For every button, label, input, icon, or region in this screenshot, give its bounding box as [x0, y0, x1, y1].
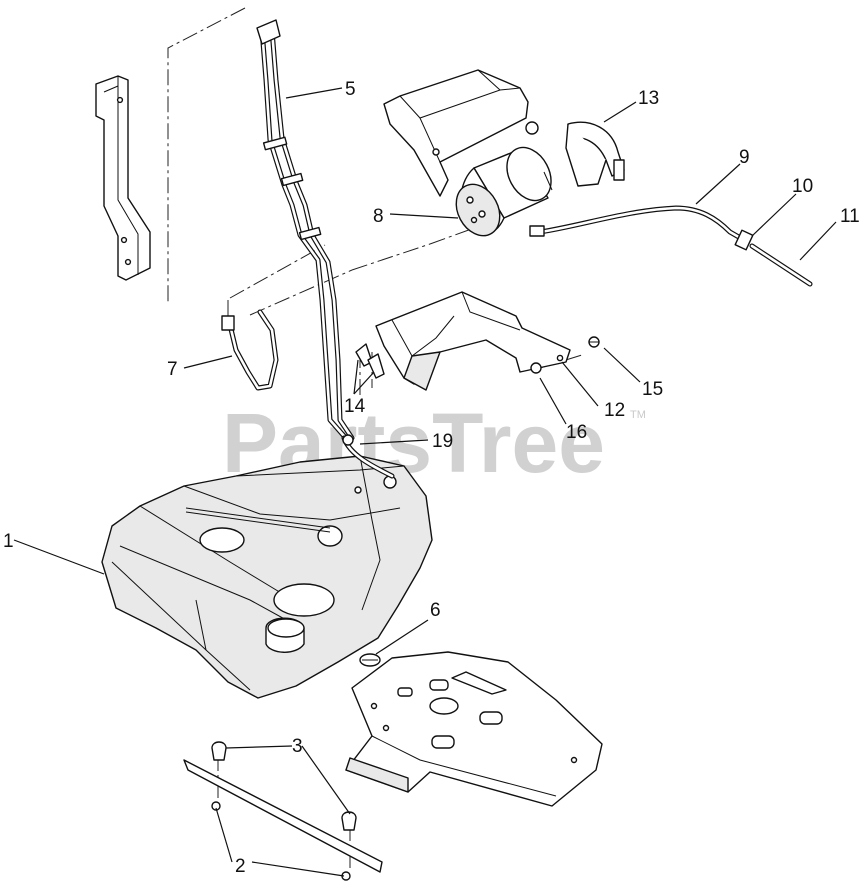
frame-bracket: [95, 75, 151, 281]
rubber-bumpers: [211, 741, 357, 831]
watermark-trademark: TM: [630, 409, 646, 421]
hose-clamp: [359, 653, 381, 667]
tank-connector: [341, 434, 395, 479]
callout-8: 8: [373, 206, 384, 227]
fuel-lines: [256, 19, 355, 441]
callout-7: 7: [167, 359, 178, 380]
callout-2: 2: [235, 856, 246, 877]
callout-19: 19: [432, 431, 453, 452]
canister-mount-bracket: [375, 291, 571, 391]
callout-14: 14: [344, 396, 366, 417]
callouts: 1 2 3 5 6 7 8 9 10 11 12 13 14 15 16 19: [3, 79, 860, 877]
callout-3: 3: [292, 736, 303, 757]
tank-mount-plate: [345, 651, 603, 807]
callout-12: 12: [604, 400, 625, 421]
callout-10: 10: [792, 176, 813, 197]
callout-1: 1: [3, 531, 14, 552]
charcoal-canister: [455, 146, 553, 237]
canister-tray: [383, 69, 539, 197]
callout-9: 9: [739, 147, 750, 168]
strap-clamp: [565, 121, 625, 187]
vapor-hose: [529, 205, 813, 287]
mounting-bar: [183, 759, 383, 873]
callout-11: 11: [840, 206, 860, 227]
screws: [355, 336, 600, 379]
leader-lines: [13, 87, 837, 877]
callout-6: 6: [430, 600, 441, 621]
fuel-tank: [101, 455, 433, 699]
callout-5: 5: [345, 79, 356, 100]
callout-16: 16: [566, 422, 587, 443]
callout-15: 15: [642, 379, 663, 400]
callout-13: 13: [638, 88, 659, 109]
breather-hose: [221, 309, 279, 391]
